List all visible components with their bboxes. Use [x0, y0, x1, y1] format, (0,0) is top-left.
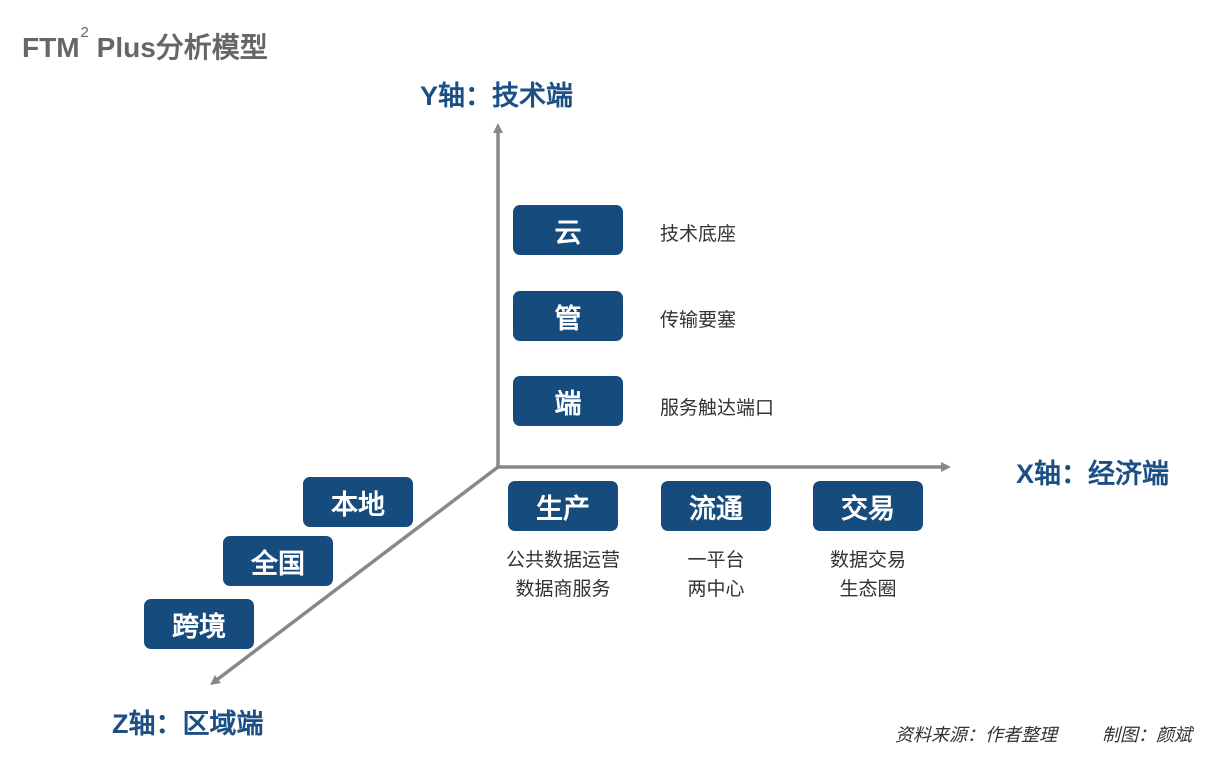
z-axis-title: Z轴：区域端 [112, 709, 264, 739]
y-axis-title: Y轴：技术端 [420, 81, 574, 111]
z-item-national-box: 全国 [223, 536, 333, 586]
x-item-trading-line-2: 生态圈 [839, 579, 897, 600]
z-item-crossborder-box: 跨境 [144, 599, 254, 649]
x-item-production-line-2: 数据商服务 [515, 579, 611, 600]
y-item-pipe-desc: 传输要塞 [660, 310, 737, 331]
x-item-production-desc: 公共数据运营 数据商服务 [488, 546, 638, 604]
z-axis-line [210, 465, 500, 686]
source-note: 资料来源：作者整理 [895, 725, 1057, 745]
y-item-terminal-desc: 服务触达端口 [660, 398, 775, 419]
credit-note: 制图：颜斌 [1102, 725, 1192, 745]
x-item-production-box: 生产 [508, 481, 618, 531]
x-item-trading-line-1: 数据交易 [829, 550, 906, 571]
page-title: FTM2 Plus分析模型 [22, 24, 268, 66]
x-item-circulation-line-2: 两中心 [687, 579, 745, 600]
x-item-trading-desc: 数据交易 生态圈 [793, 546, 943, 604]
y-item-terminal-box: 端 [513, 376, 623, 426]
x-item-circulation-line-1: 一平台 [687, 550, 745, 571]
z-item-local-box: 本地 [303, 477, 413, 527]
title-rest: Plus分析模型 [88, 32, 268, 63]
title-main: FTM [22, 32, 80, 63]
x-item-production-line-1: 公共数据运营 [505, 550, 620, 571]
x-item-circulation-desc: 一平台 两中心 [641, 546, 791, 604]
x-item-circulation-box: 流通 [661, 481, 771, 531]
y-item-cloud-desc: 技术底座 [660, 224, 737, 245]
y-item-cloud-box: 云 [513, 205, 623, 255]
x-axis-title: X轴：经济端 [1016, 459, 1170, 489]
title-superscript: 2 [80, 24, 89, 41]
y-item-pipe-box: 管 [513, 291, 623, 341]
x-item-trading-box: 交易 [813, 481, 923, 531]
